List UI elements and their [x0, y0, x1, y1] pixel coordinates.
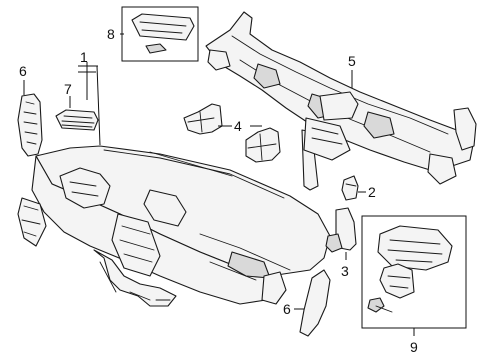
part-8-lid [131, 13, 195, 41]
callout-8: 8 [107, 26, 115, 42]
part-8-group: 8 [107, 6, 199, 62]
callout-3: 3 [341, 263, 349, 279]
part-9-bracket [379, 263, 415, 299]
part-3-group: 3 [325, 207, 357, 279]
part-6-side-panel [17, 93, 43, 157]
part-1-leader-group: 1 [78, 49, 101, 146]
part-7-group: 7 [55, 62, 99, 131]
part-6-end-cap [299, 269, 331, 337]
callout-6-upper: 6 [19, 63, 27, 79]
part-5-group: 5 [205, 11, 477, 191]
callout-7: 7 [64, 81, 72, 97]
part-2-bracket [341, 175, 359, 201]
part-9-airbag-module [377, 225, 453, 271]
part-5-left-mount [207, 49, 231, 71]
part-5-bracket-c [363, 111, 395, 139]
dash-right-end-bracket [261, 271, 287, 305]
part-5-bracket-a [253, 63, 281, 89]
part-8-clip [145, 43, 167, 54]
part-4-bracket-left [183, 103, 223, 135]
part-9-group: 9 [361, 215, 467, 355]
callout-2: 2 [368, 184, 376, 200]
part-5-center-box [319, 91, 359, 121]
dash-cluster-hood [59, 167, 111, 209]
callout-4: 4 [234, 118, 242, 134]
callout-5: 5 [348, 53, 356, 69]
part-6-upper-group: 6 [17, 63, 43, 157]
dash-center-display [143, 189, 187, 227]
callout-6-lower: 6 [283, 301, 291, 317]
part-2-group: 2 [341, 175, 376, 201]
part-3-foot [325, 233, 343, 253]
dash-glove-opening [227, 251, 271, 279]
part-4-group: 4 [183, 103, 281, 163]
part-9-bolt-shank [375, 305, 393, 313]
part-4-bracket-right [245, 127, 281, 163]
callout-9: 9 [410, 339, 418, 355]
callout-1: 1 [80, 49, 88, 65]
part-1-instrument-panel [17, 145, 331, 307]
part-5-right-bracket-low [427, 153, 457, 185]
part-9-bolt [367, 297, 385, 313]
part-6-lower-group: 6 [283, 269, 331, 337]
part-5-right-end [453, 107, 477, 151]
